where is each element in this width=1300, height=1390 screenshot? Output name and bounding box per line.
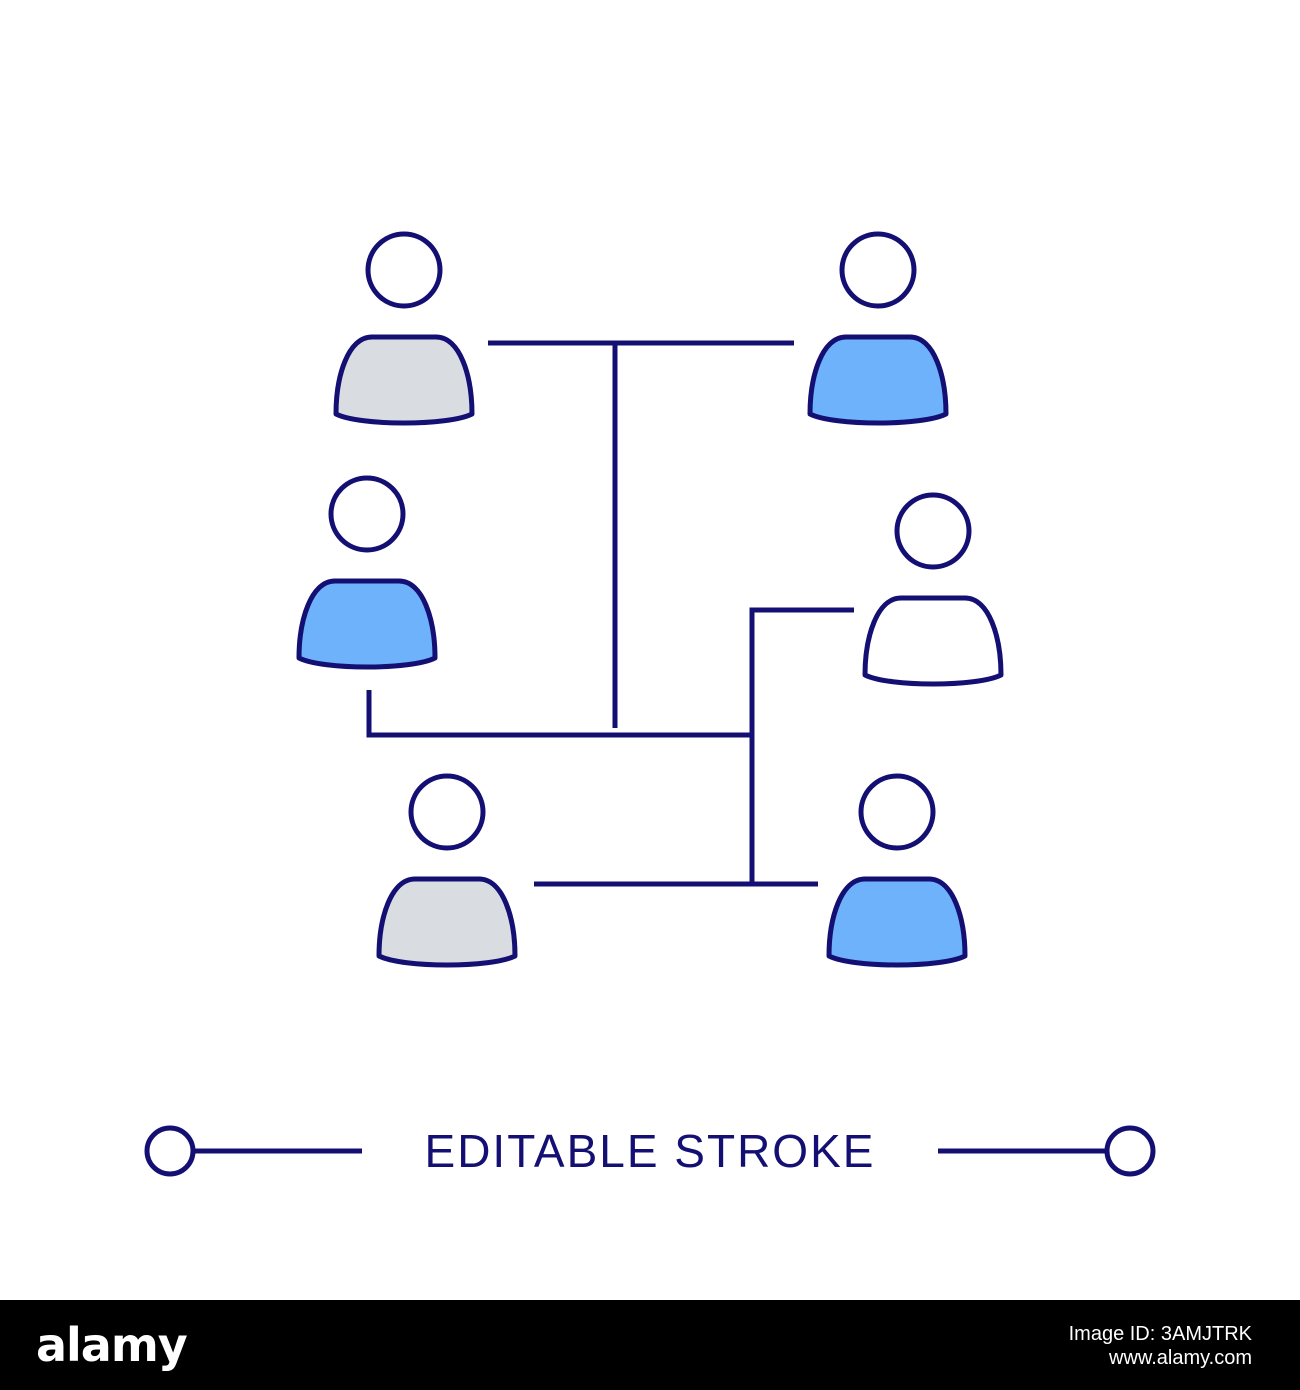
person-head bbox=[328, 475, 406, 553]
person-middle-left bbox=[296, 475, 438, 670]
person-head bbox=[365, 231, 443, 309]
alamy-logo: alamy bbox=[36, 1318, 188, 1372]
person-head bbox=[408, 773, 486, 851]
person-body bbox=[296, 578, 438, 670]
person-top-left bbox=[333, 231, 475, 426]
image-id-label: Image ID: 3AMJTRK bbox=[1068, 1323, 1252, 1345]
person-head bbox=[858, 773, 936, 851]
person-icon bbox=[826, 773, 968, 968]
connector-lines bbox=[366, 340, 854, 887]
caption-left-node-icon bbox=[144, 1125, 196, 1177]
caption-right-node-icon bbox=[1104, 1125, 1156, 1177]
connector-left-elbow bbox=[366, 690, 752, 738]
person-bottom-left bbox=[376, 773, 518, 968]
site-label: www.alamy.com bbox=[1109, 1347, 1252, 1369]
connector-right-branch bbox=[749, 607, 854, 886]
editable-stroke-caption: EDITABLE STROKE bbox=[0, 1119, 1300, 1183]
person-body bbox=[333, 334, 475, 426]
caption-text: EDITABLE STROKE bbox=[424, 1125, 876, 1177]
person-icon bbox=[862, 492, 1004, 687]
person-icon bbox=[376, 773, 518, 968]
person-icon bbox=[333, 231, 475, 426]
person-head bbox=[894, 492, 972, 570]
footer-image-info: Image ID: 3AMJTRK www.alamy.com bbox=[1069, 1322, 1252, 1370]
stock-footer-bar: alamy Image ID: 3AMJTRK www.alamy.com bbox=[0, 1300, 1300, 1390]
team-structure-diagram bbox=[296, 231, 1004, 968]
caption-decoration bbox=[144, 1125, 1156, 1177]
person-head bbox=[839, 231, 917, 309]
person-icon bbox=[807, 231, 949, 426]
person-body bbox=[376, 876, 518, 968]
person-icon bbox=[296, 475, 438, 670]
person-middle-right bbox=[862, 492, 1004, 687]
person-bottom-right bbox=[826, 773, 968, 968]
person-body bbox=[807, 334, 949, 426]
person-body bbox=[862, 595, 1004, 687]
person-top-right bbox=[807, 231, 949, 426]
person-body bbox=[826, 876, 968, 968]
